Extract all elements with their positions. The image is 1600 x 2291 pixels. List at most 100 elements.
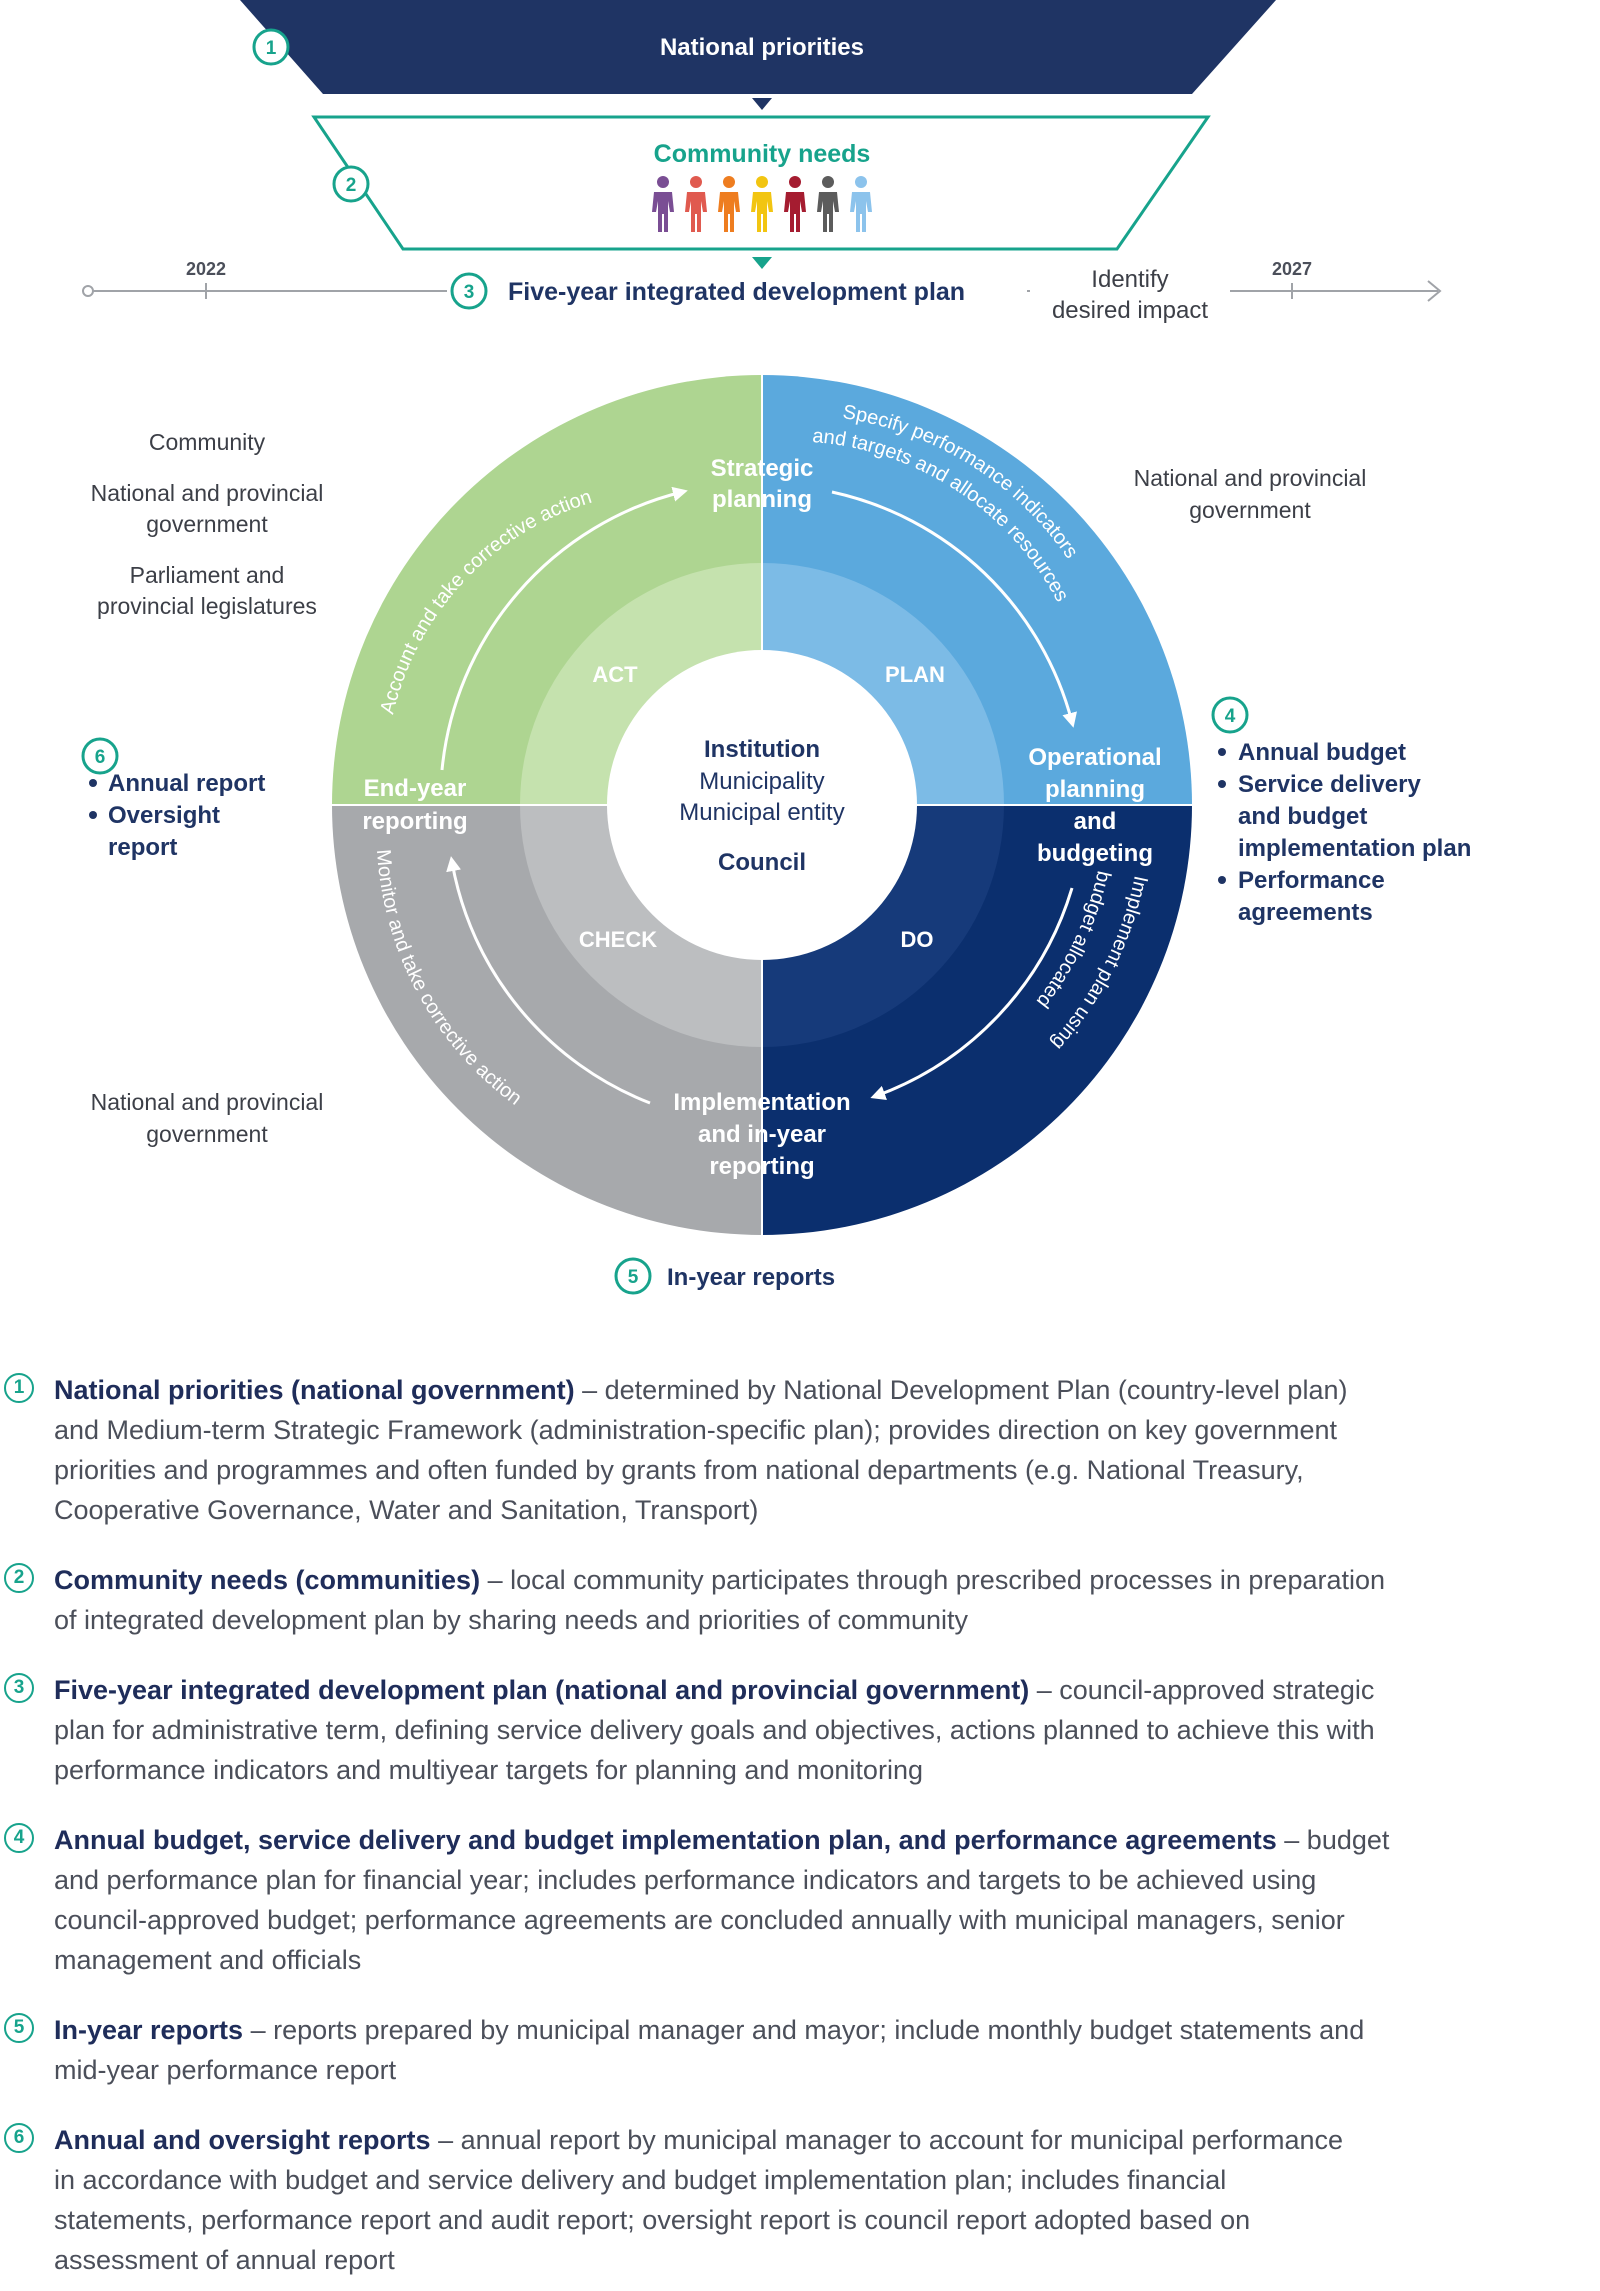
person-icon <box>850 176 872 232</box>
year-start: 2022 <box>186 259 226 279</box>
arrow-down-2 <box>752 257 772 269</box>
endyear-line2: reporting <box>362 808 467 835</box>
side-parliament-a: Parliament and <box>130 562 285 588</box>
act-arrow <box>440 486 688 771</box>
plan-label: PLAN <box>885 662 945 687</box>
side-natprov-3b: government <box>146 1121 268 1147</box>
person-icon <box>718 176 740 232</box>
legend-title-5: In-year reports <box>54 2015 244 2045</box>
step4-bullet-3 <box>1218 876 1226 884</box>
legend-line: – budget <box>1276 1825 1390 1855</box>
check-label: CHECK <box>579 927 657 952</box>
person-icon <box>685 176 707 232</box>
legend-num-1: 1 <box>4 1373 34 1403</box>
identify-label-2: desired impact <box>1052 297 1208 324</box>
legend-line: plan for administrative term, defining s… <box>54 1715 1375 1745</box>
legend-line: and Medium-term Strategic Framework (adm… <box>54 1415 1338 1445</box>
legend-title-6: Annual and oversight reports <box>54 2125 431 2155</box>
step4-bullet-1 <box>1218 748 1226 756</box>
step4-perf-2: agreements <box>1238 899 1373 926</box>
legend-line: – annual report by municipal manager to … <box>430 2125 1344 2155</box>
step6-annual-report: Annual report <box>108 770 265 797</box>
national-priorities-label: National priorities <box>660 34 864 61</box>
svg-text:2: 2 <box>346 175 357 196</box>
implementation-line1: Implementation <box>673 1089 850 1116</box>
side-parliament-b: provincial legislatures <box>97 593 317 619</box>
plan-arrow <box>831 490 1077 728</box>
operational-line1: Operational <box>1028 744 1161 771</box>
legend-line: council-approved budget; performance agr… <box>54 1905 1345 1935</box>
side-natprov-2b: government <box>1189 497 1311 523</box>
step4-annual-budget: Annual budget <box>1238 739 1406 766</box>
legend-line: – determined by National Development Pla… <box>574 1375 1348 1405</box>
svg-text:6: 6 <box>95 747 106 768</box>
step4-sdbip-2: and budget <box>1238 803 1367 830</box>
step-badge-2: 2 <box>332 165 370 203</box>
in-year-reports-label: In-year reports <box>667 1264 835 1291</box>
step-badge-6: 6 <box>81 737 119 775</box>
implementation-line3: reporting <box>709 1153 814 1180</box>
step6-oversight-1: Oversight <box>108 802 220 829</box>
operational-line2: planning <box>1045 776 1145 803</box>
side-natprov-3a: National and provincial <box>91 1089 324 1115</box>
side-natprov-1a: National and provincial <box>91 480 324 506</box>
legend-line: management and officials <box>54 1945 362 1975</box>
svg-text:4: 4 <box>1225 706 1236 727</box>
implementation-line2: and in-year <box>698 1121 826 1148</box>
person-icon <box>817 176 839 232</box>
legend-line: in accordance with budget and service de… <box>54 2165 1227 2195</box>
side-community: Community <box>149 429 266 455</box>
step-badge-5: 5 <box>614 1257 652 1295</box>
strategic-planning-line1: Strategic <box>711 455 814 482</box>
svg-text:1: 1 <box>266 38 277 59</box>
legend-num-5: 5 <box>4 2013 34 2043</box>
year-end: 2027 <box>1272 259 1312 279</box>
step-badge-4: 4 <box>1211 696 1249 734</box>
legend-line: of integrated development plan by sharin… <box>54 1605 969 1635</box>
side-natprov-1b: government <box>146 511 268 537</box>
step-badge-1: 1 <box>252 28 290 66</box>
arrow-down-1 <box>752 98 772 110</box>
step4-bullet-2 <box>1218 780 1226 788</box>
step6-bullet-2 <box>89 811 97 819</box>
step6-bullet-1 <box>89 779 97 787</box>
legend-line: mid-year performance report <box>54 2055 397 2085</box>
step4-sdbip-3: implementation plan <box>1238 835 1471 862</box>
legend-title-4: Annual budget, service delivery and budg… <box>54 1825 1277 1855</box>
national-priorities-banner <box>240 0 1276 94</box>
svg-text:5: 5 <box>628 1267 639 1288</box>
check-arrow <box>446 856 651 1105</box>
step6-oversight-2: report <box>108 834 177 861</box>
identify-label-1: Identify <box>1091 266 1168 293</box>
legend-num-2: 2 <box>4 1563 34 1593</box>
legend-line: performance indicators and multiyear tar… <box>54 1755 923 1785</box>
legend-line: Cooperative Governance, Water and Sanita… <box>54 1495 759 1525</box>
legend-num-4: 4 <box>4 1823 34 1853</box>
center-circle <box>607 650 917 960</box>
strategic-planning-line2: planning <box>712 486 812 513</box>
legend-line: priorities and programmes and often fund… <box>54 1455 1304 1485</box>
operational-line4: budgeting <box>1037 840 1153 867</box>
performance-cycle-diagram: National priorities 1 Community needs 2 … <box>81 0 1471 1295</box>
legend-title-1: National priorities (national government… <box>54 1375 575 1405</box>
legend-line: statements, performance report and audit… <box>54 2205 1251 2235</box>
legend-title-3: Five-year integrated development plan (n… <box>54 1675 1030 1705</box>
timeline-arrowhead <box>1427 280 1442 302</box>
center-institution: Institution <box>704 736 820 763</box>
do-label: DO <box>901 927 934 952</box>
center-entity: Municipal entity <box>679 799 844 826</box>
legend-line: – reports prepared by municipal manager … <box>243 2015 1365 2045</box>
people-icons <box>652 176 872 232</box>
person-icon <box>751 176 773 232</box>
do-arrow <box>870 887 1074 1100</box>
legend-line: – local community participates through p… <box>480 1565 1386 1595</box>
legend-title-2: Community needs (communities) <box>54 1565 481 1595</box>
step-badge-3: 3 <box>450 272 488 310</box>
timeline-start-dot <box>82 285 94 297</box>
side-natprov-2a: National and provincial <box>1134 465 1367 491</box>
svg-text:3: 3 <box>464 282 475 303</box>
center-municipality: Municipality <box>699 768 824 795</box>
legend-line: and performance plan for financial year;… <box>54 1865 1317 1895</box>
step4-sdbip-1: Service delivery <box>1238 771 1421 798</box>
legend-num-3: 3 <box>4 1673 34 1703</box>
